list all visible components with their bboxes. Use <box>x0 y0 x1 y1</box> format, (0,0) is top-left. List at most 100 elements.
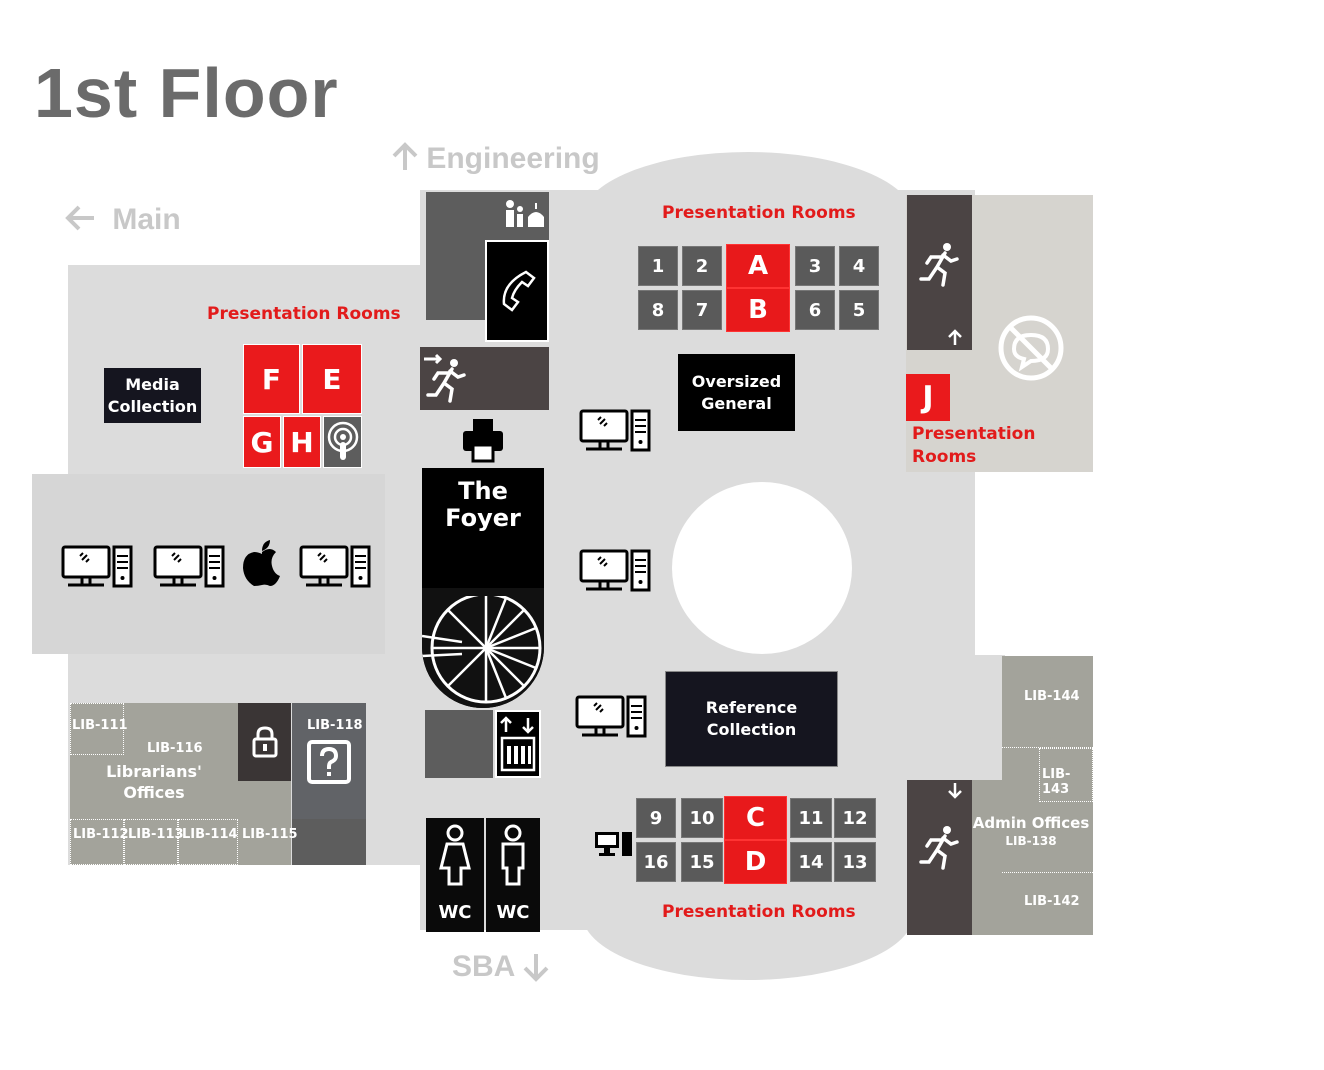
room-2[interactable]: 2 <box>682 246 722 286</box>
lib-112-label: LIB-112 <box>73 827 129 842</box>
room-10[interactable]: 10 <box>681 798 723 838</box>
room-7[interactable]: 7 <box>682 290 722 330</box>
presentation-rooms-south-label: Presentation Rooms <box>662 902 856 922</box>
lib-118-help-desk[interactable]: LIB-118 <box>292 703 366 819</box>
mens-restroom[interactable]: WC <box>486 818 540 932</box>
reference-collection[interactable]: Reference Collection <box>665 671 838 767</box>
elevator-icon <box>500 716 536 772</box>
oversized-general[interactable]: Oversized General <box>678 354 795 431</box>
direction-main-label: Main <box>112 203 181 236</box>
room-3[interactable]: 3 <box>795 246 835 286</box>
computer-icon <box>579 549 651 592</box>
room-6[interactable]: 6 <box>795 290 835 330</box>
room-9[interactable]: 9 <box>636 798 676 838</box>
admin-offices-lib-138[interactable]: Admin Offices LIB-138 <box>966 814 1096 848</box>
locked-room <box>238 703 291 781</box>
librarians-line1: Librarians' <box>106 762 202 781</box>
podcast-room[interactable] <box>323 416 362 468</box>
emergency-exit-icon <box>919 826 959 870</box>
lib-142-label: LIB-142 <box>1024 894 1080 909</box>
oversized-line1: Oversized <box>691 371 782 391</box>
lib-111-label: LIB-111 <box>72 718 128 733</box>
the-foyer[interactable]: The Foyer <box>422 468 544 708</box>
phone-booth[interactable] <box>485 240 549 342</box>
room-4[interactable]: 4 <box>839 246 879 286</box>
female-restroom-icon <box>439 824 471 886</box>
phone-icon <box>502 270 536 312</box>
presentation-rooms-west-label: Presentation Rooms <box>207 304 401 324</box>
room-14[interactable]: 14 <box>790 842 832 882</box>
direction-main[interactable]: Main <box>64 203 181 237</box>
lib-116-label: LIB-116 <box>147 741 203 756</box>
librarians-offices-label: Librarians' Offices <box>70 761 238 803</box>
room-15[interactable]: 15 <box>681 842 723 882</box>
lib-138-label: LIB-138 <box>1005 834 1057 848</box>
room-e[interactable]: E <box>302 344 362 414</box>
room-c[interactable]: C <box>724 796 787 840</box>
presentation-east-line2: Rooms <box>912 447 977 467</box>
lock-icon <box>252 726 277 758</box>
computer-icon <box>61 545 133 588</box>
room-b[interactable]: B <box>726 288 790 332</box>
room-j[interactable]: J <box>906 374 950 421</box>
media-collection[interactable]: Media Collection <box>104 368 201 423</box>
media-label-line2: Collection <box>107 396 198 416</box>
lib-144-label: LIB-144 <box>1024 689 1080 704</box>
computer-icon <box>579 409 651 452</box>
elevator[interactable] <box>495 710 541 778</box>
service-room <box>425 710 493 778</box>
emergency-exit-north-east <box>907 195 972 350</box>
room-5[interactable]: 5 <box>839 290 879 330</box>
spiral-staircase-icon <box>422 596 542 704</box>
emergency-exit-south-east <box>907 780 972 935</box>
prayer-room-icon <box>500 196 550 232</box>
no-talking-icon <box>998 315 1064 381</box>
presentation-east-line1: Presentation <box>912 424 1036 444</box>
lib-115-label: LIB-115 <box>242 827 298 842</box>
emergency-exit-icon <box>424 353 466 403</box>
reference-line1: Reference <box>705 698 798 717</box>
reference-line2: Collection <box>706 720 797 739</box>
direction-engineering-label: Engineering <box>426 142 600 175</box>
room-13[interactable]: 13 <box>834 842 876 882</box>
presentation-rooms-east-label: Presentation Rooms <box>912 423 1035 469</box>
room-g[interactable]: G <box>243 416 281 468</box>
presentation-rooms-north-label: Presentation Rooms <box>662 203 856 223</box>
room-16[interactable]: 16 <box>636 842 676 882</box>
computer-icon <box>595 832 632 856</box>
room-a[interactable]: A <box>726 244 790 288</box>
lib-115-room[interactable] <box>238 781 291 865</box>
printer-icon <box>460 416 506 464</box>
foyer-label-line1: The <box>458 477 508 505</box>
admin-offices-block: LIB-144 LIB-143 LIB-142 <box>1002 656 1093 935</box>
foyer-label-line2: Foyer <box>445 504 521 532</box>
direction-sba-label: SBA <box>452 950 515 983</box>
womens-wc-label: WC <box>438 902 472 923</box>
oversized-line2: General <box>701 393 772 413</box>
admin-offices-west <box>970 780 1002 935</box>
computer-icon <box>153 545 225 588</box>
emergency-exit-icon <box>919 243 959 287</box>
lib-114-label: LIB-114 <box>182 827 238 842</box>
room-h[interactable]: H <box>283 416 321 468</box>
room-d[interactable]: D <box>724 840 787 884</box>
storage-room <box>292 819 366 865</box>
lib-116-offices[interactable]: LIB-111 LIB-116 Librarians' Offices <box>70 703 238 819</box>
lib-143-label: LIB-143 <box>1042 767 1071 797</box>
room-12[interactable]: 12 <box>834 798 876 838</box>
male-restroom-icon <box>501 824 525 886</box>
atrium-opening <box>672 482 852 654</box>
room-1[interactable]: 1 <box>638 246 678 286</box>
lib-118-label: LIB-118 <box>307 718 363 733</box>
direction-engineering[interactable]: Engineering <box>392 142 600 176</box>
podcast-icon <box>327 421 358 460</box>
room-f[interactable]: F <box>243 344 300 414</box>
room-8[interactable]: 8 <box>638 290 678 330</box>
direction-sba[interactable]: SBA <box>452 950 549 984</box>
floor-title: 1st Floor <box>34 54 339 132</box>
admin-offices-label: Admin Offices <box>972 814 1090 832</box>
room-11[interactable]: 11 <box>790 798 832 838</box>
arrow-left-icon <box>65 205 94 231</box>
arrow-down-icon <box>523 954 548 982</box>
womens-restroom[interactable]: WC <box>426 818 484 932</box>
